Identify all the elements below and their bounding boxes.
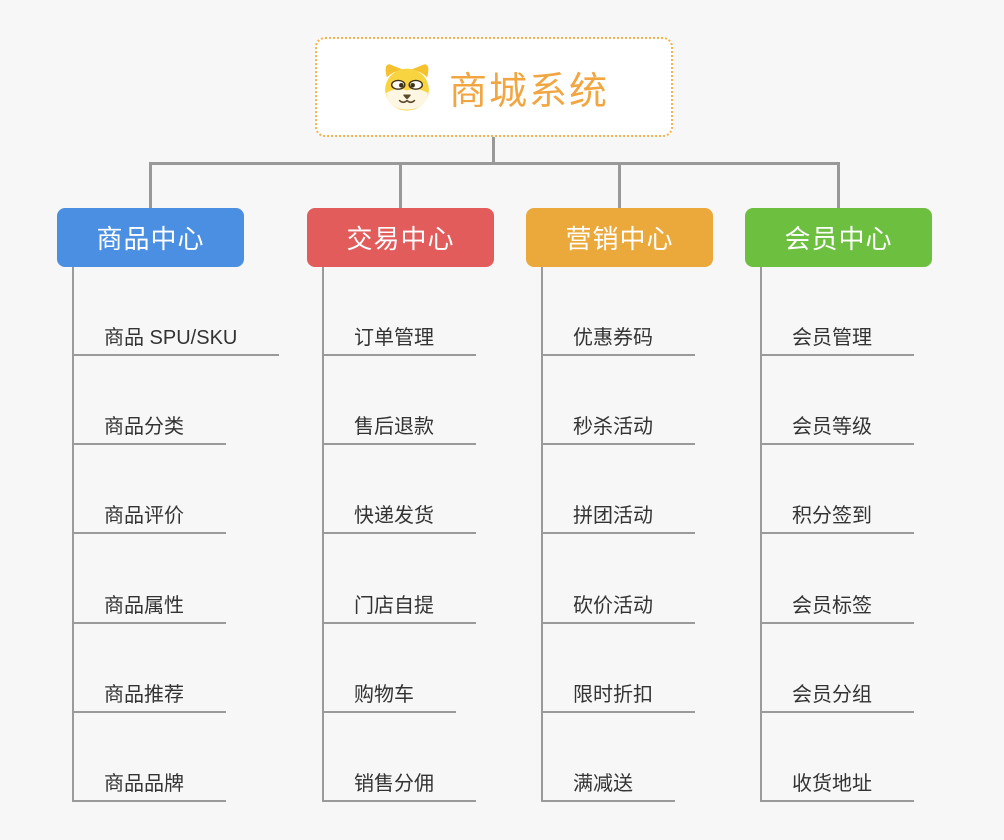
leaf-node[interactable]: 会员标签 [760, 594, 914, 624]
leaf-node[interactable]: 门店自提 [322, 594, 476, 624]
branch-node-trade-center[interactable]: 交易中心 [307, 208, 494, 267]
branch-node-marketing-center[interactable]: 营销中心 [526, 208, 713, 267]
root-label: 商城系统 [448, 70, 609, 113]
connector-stub-branch-3 [618, 165, 621, 208]
connector-bus [149, 162, 840, 165]
connector-root-stem [492, 137, 495, 162]
root-node[interactable]: 商城系统 [315, 37, 673, 137]
connector-stub-branch-2 [399, 165, 402, 208]
leaf-node[interactable]: 优惠券码 [541, 326, 695, 356]
leaf-node[interactable]: 售后退款 [322, 415, 476, 445]
leaf-node[interactable]: 砍价活动 [541, 594, 695, 624]
connector-trunk-branch-1 [72, 267, 74, 801]
leaf-node[interactable]: 商品 SPU/SKU [72, 326, 280, 356]
leaf-node[interactable]: 商品评价 [72, 504, 226, 534]
leaf-node[interactable]: 会员管理 [760, 326, 914, 356]
leaf-node[interactable]: 销售分佣 [322, 772, 476, 802]
connector-stub-branch-1 [149, 165, 152, 208]
leaf-node[interactable]: 满减送 [541, 772, 675, 802]
connector-trunk-branch-3 [541, 267, 543, 801]
leaf-node[interactable]: 商品分类 [72, 415, 226, 445]
leaf-node[interactable]: 订单管理 [322, 326, 476, 356]
leaf-node[interactable]: 积分签到 [760, 504, 914, 534]
leaf-node[interactable]: 商品推荐 [72, 683, 226, 713]
connector-stub-branch-4 [837, 165, 840, 208]
branch-node-product-center[interactable]: 商品中心 [57, 208, 244, 267]
leaf-node[interactable]: 商品品牌 [72, 772, 226, 802]
connector-trunk-branch-4 [760, 267, 762, 801]
leaf-node[interactable]: 秒杀活动 [541, 415, 695, 445]
leaf-node[interactable]: 拼团活动 [541, 504, 695, 534]
leaf-node[interactable]: 购物车 [322, 683, 456, 713]
leaf-node[interactable]: 会员分组 [760, 683, 914, 713]
connector-trunk-branch-2 [322, 267, 324, 801]
leaf-node[interactable]: 商品属性 [72, 594, 226, 624]
leaf-node[interactable]: 收货地址 [760, 772, 914, 802]
branch-node-member-center[interactable]: 会员中心 [745, 208, 932, 267]
shiba-dog-icon [385, 64, 429, 111]
leaf-node[interactable]: 限时折扣 [541, 683, 695, 713]
leaf-node[interactable]: 快递发货 [322, 504, 476, 534]
leaf-node[interactable]: 会员等级 [760, 415, 914, 445]
